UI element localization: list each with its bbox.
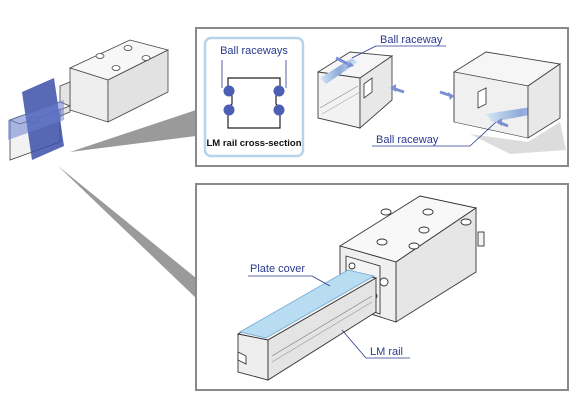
cross-section-caption: LM rail cross-section (206, 138, 301, 149)
cross-section-title: Ball raceways (220, 45, 288, 57)
left-raceway-label: Ball raceway (380, 34, 443, 46)
right-raceway-label: Ball raceway (376, 134, 439, 146)
left-raceway-leader (351, 45, 377, 59)
connector-bottom (58, 166, 196, 298)
rail-end-right (452, 51, 562, 139)
small-lm-guide-assembly (8, 39, 170, 161)
ball-raceways-leaders (221, 60, 287, 88)
rail-cross-section-profile (227, 77, 281, 129)
raceway-arrow-icon (448, 92, 454, 100)
plate-cover-label: Plate cover (250, 263, 305, 275)
plate-cover (238, 269, 376, 339)
rail-shadow (470, 122, 566, 154)
plate-cover-leader (311, 275, 331, 287)
connector-top (70, 110, 196, 152)
ball-raceway-dot (273, 104, 285, 116)
ball-raceway-dot (223, 85, 235, 97)
raceway-arrow-icon (335, 56, 349, 66)
lm-rail-leader (341, 329, 367, 359)
right-raceway-leader (469, 121, 497, 147)
raceway-arrow-icon (496, 118, 502, 126)
raceway-arrow-icon (390, 84, 396, 92)
ball-raceway-dot (223, 104, 235, 116)
ball-raceway-dot (273, 85, 285, 97)
raceway-arrow-icon (346, 62, 354, 68)
lm-rail-label: LM rail (370, 346, 403, 358)
